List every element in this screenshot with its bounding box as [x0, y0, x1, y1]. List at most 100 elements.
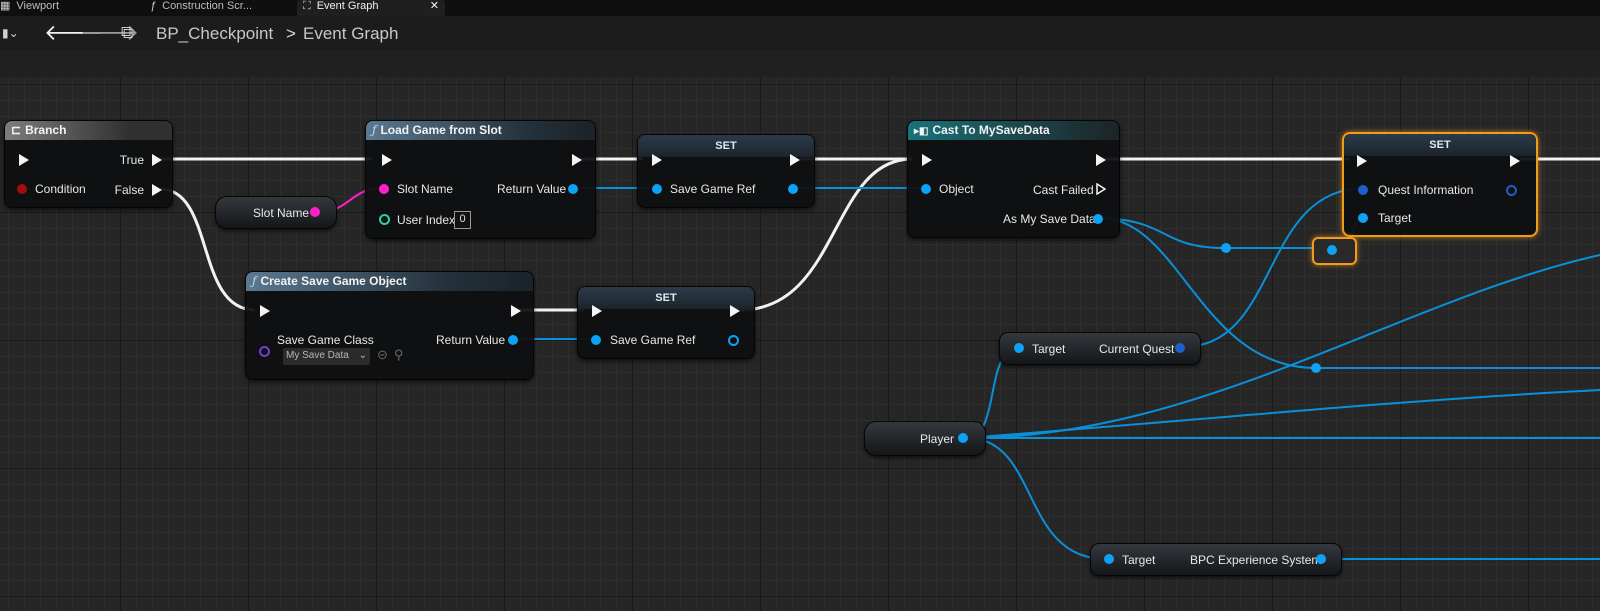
- breadcrumb-blueprint[interactable]: BP_Checkpoint: [156, 24, 274, 43]
- exec-in-pin[interactable]: [19, 154, 29, 166]
- tab-event-graph[interactable]: ⛶ Event Graph ✕: [297, 0, 445, 16]
- exec-out-pin[interactable]: [511, 305, 521, 317]
- wire-knot-pin[interactable]: [1221, 243, 1231, 253]
- exec-in-pin[interactable]: [382, 154, 392, 166]
- quest-information-in-pin[interactable]: [1358, 185, 1368, 195]
- condition-pin[interactable]: [17, 184, 27, 194]
- bookmark-dropdown-icon[interactable]: ▮⌄: [2, 26, 19, 40]
- quest-information-out-pin[interactable]: [1506, 185, 1517, 196]
- as-my-save-data-label: As My Save Data: [1003, 212, 1096, 226]
- current-quest-out-pin[interactable]: [1175, 343, 1185, 353]
- save-game-ref-label: Save Game Ref: [670, 182, 756, 196]
- user-index-input[interactable]: 0: [454, 211, 471, 229]
- bpc-experience-system-out-pin[interactable]: [1316, 554, 1326, 564]
- player-variable-node[interactable]: Player: [864, 421, 986, 456]
- cast-to-mysavedata-node[interactable]: ▸◧Cast To MySaveData Object Cast Failed …: [907, 120, 1120, 238]
- target-pin[interactable]: [1104, 554, 1114, 564]
- load-game-title: Load Game from Slot: [380, 123, 502, 137]
- reroute-node[interactable]: [1312, 237, 1357, 265]
- slot-name-label: Slot Name: [397, 182, 454, 196]
- exec-out-pin[interactable]: [790, 154, 800, 166]
- function-icon: ƒ: [252, 274, 257, 288]
- save-game-ref-in-pin[interactable]: [652, 184, 662, 194]
- graph-icon: ⛶: [303, 0, 311, 12]
- as-my-save-data-pin[interactable]: [1093, 214, 1103, 224]
- false-label: False: [114, 183, 144, 197]
- exec-in-pin[interactable]: [652, 154, 662, 166]
- obj-wire-currentquest-to-questinfo: [1182, 187, 1366, 348]
- back-arrow-icon[interactable]: 🡐: [44, 20, 103, 45]
- graph-toolbar: ▮⌄ 🡐 🡒 ⧉: [0, 16, 1600, 50]
- quest-information-label: Quest Information: [1378, 183, 1474, 197]
- tab-label: Event Graph: [316, 0, 379, 12]
- exec-in-pin[interactable]: [1357, 155, 1367, 167]
- exec-out-pin[interactable]: [1096, 154, 1106, 166]
- obj-wire-cast-to-reroute: [1099, 217, 1330, 249]
- save-game-ref-out-pin[interactable]: [788, 184, 798, 194]
- cast-icon: ▸◧: [914, 126, 929, 137]
- use-selected-asset-icon[interactable]: ⊝: [377, 347, 388, 362]
- target-label: Target: [1032, 342, 1066, 356]
- reroute-pin[interactable]: [1327, 245, 1337, 255]
- user-index-pin[interactable]: [379, 214, 390, 225]
- slot-name-variable-node[interactable]: Slot Name: [215, 196, 337, 229]
- current-quest-getter-node[interactable]: Target Current Quest: [999, 332, 1201, 365]
- set-title: SET: [638, 135, 814, 157]
- save-game-class-pin[interactable]: [259, 346, 270, 357]
- bpc-experience-system-label: BPC Experience System: [1190, 553, 1322, 567]
- object-pin[interactable]: [921, 184, 931, 194]
- exec-in-pin[interactable]: [922, 154, 932, 166]
- player-out-pin[interactable]: [958, 433, 968, 443]
- exec-in-pin[interactable]: [592, 305, 602, 317]
- save-game-class-dropdown[interactable]: My Save Data ⌄: [283, 348, 370, 365]
- function-icon: ƒ: [372, 123, 377, 137]
- set-save-game-ref-node-2[interactable]: SET Save Game Ref: [577, 286, 755, 359]
- object-label: Object: [939, 182, 974, 196]
- exec-out-pin[interactable]: [572, 154, 582, 166]
- cast-header: ▸◧Cast To MySaveData: [908, 121, 1119, 140]
- save-game-ref-out-pin[interactable]: [728, 335, 739, 346]
- set-save-game-ref-node[interactable]: SET Save Game Ref: [637, 134, 815, 208]
- exec-false-pin[interactable]: [152, 184, 162, 196]
- tab-viewport[interactable]: ▦Viewport: [0, 0, 120, 16]
- return-value-pin[interactable]: [508, 335, 518, 345]
- close-icon[interactable]: ✕: [429, 0, 439, 12]
- slot-name-out-pin[interactable]: [310, 207, 320, 217]
- cast-title: Cast To MySaveData: [932, 123, 1050, 137]
- exec-out-pin[interactable]: [1510, 155, 1520, 167]
- exec-out-pin[interactable]: [730, 305, 740, 317]
- chevron-down-icon: ⌄: [358, 350, 367, 361]
- cast-failed-pin[interactable]: [1096, 183, 1106, 195]
- save-game-ref-in-pin[interactable]: [591, 335, 601, 345]
- blueprint-graph-icon: ⧉: [121, 23, 134, 42]
- exec-in-pin[interactable]: [260, 305, 270, 317]
- set-title: SET: [578, 287, 754, 309]
- exec-true-pin[interactable]: [152, 154, 162, 166]
- graph-header-strip: [0, 50, 1600, 77]
- slot-name-pin[interactable]: [379, 184, 389, 194]
- target-pin[interactable]: [1358, 213, 1368, 223]
- browse-asset-icon[interactable]: ⚲: [394, 347, 404, 362]
- wire-knot-pin[interactable]: [1311, 363, 1321, 373]
- experience-system-getter-node[interactable]: Target BPC Experience System: [1090, 543, 1342, 576]
- cast-failed-label: Cast Failed: [1033, 183, 1094, 197]
- target-pin[interactable]: [1014, 343, 1024, 353]
- return-value-label: Return Value: [497, 182, 567, 196]
- create-save-title: Create Save Game Object: [260, 274, 407, 288]
- tab-label: Viewport: [16, 0, 60, 12]
- branch-node[interactable]: ⊏Branch True Condition False: [4, 120, 173, 208]
- forward-arrow-icon[interactable]: 🡒: [80, 20, 139, 45]
- set-quest-information-node[interactable]: SET Quest Information Target: [1342, 132, 1538, 237]
- breadcrumb-graph[interactable]: Event Graph: [303, 24, 399, 43]
- condition-label: Condition: [35, 182, 86, 196]
- return-value-pin[interactable]: [568, 184, 578, 194]
- target-label: Target: [1378, 211, 1412, 225]
- obj-wire-player-right-2: [966, 389, 1600, 439]
- true-label: True: [119, 153, 144, 167]
